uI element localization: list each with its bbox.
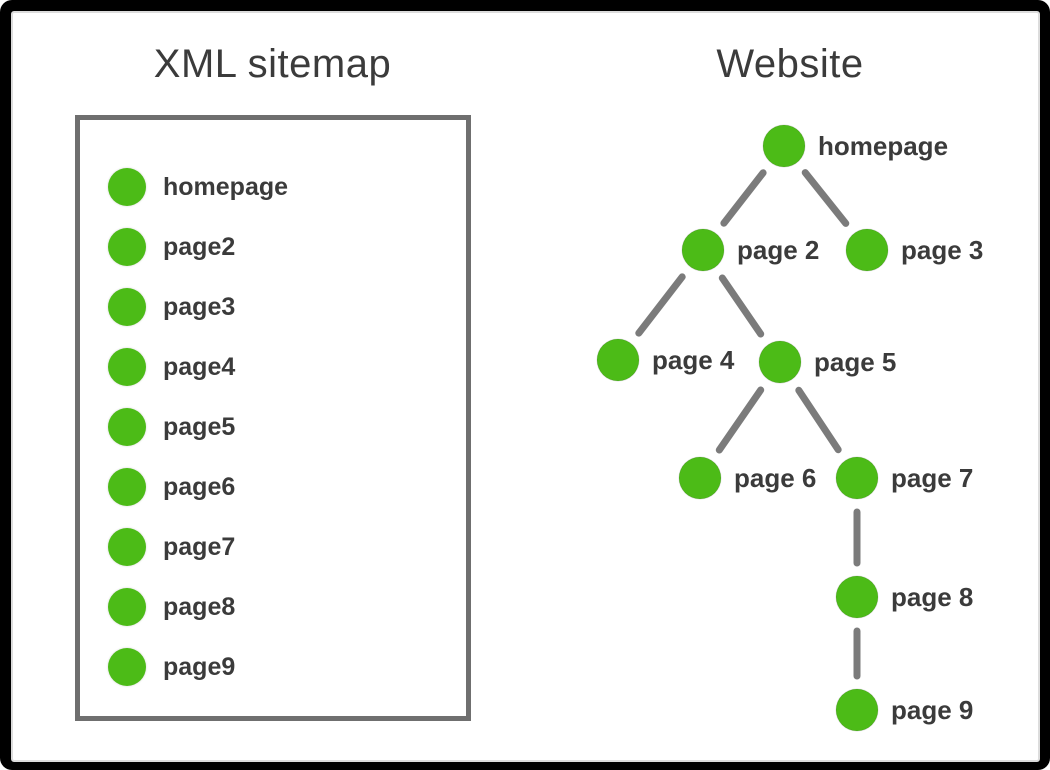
sitemap-item: page2 (108, 227, 235, 267)
sitemap-item-label: page9 (163, 652, 236, 681)
page-node-icon (835, 575, 879, 619)
page-node-icon (681, 228, 725, 272)
tree-node-homepage: homepage (762, 124, 948, 168)
tree-node-label: page 5 (814, 347, 896, 377)
page-dot-icon (108, 648, 146, 686)
tree-node-page5: page 5 (758, 340, 896, 384)
tree-node-label: homepage (818, 131, 948, 161)
tree-edge-page2-page4 (635, 273, 686, 337)
sitemap-item: page9 (108, 647, 235, 687)
tree-node-page3: page 3 (845, 228, 983, 272)
tree-node-page2: page 2 (681, 228, 819, 272)
tree-node-label: page 6 (734, 463, 816, 493)
sitemap-item-label: page7 (163, 532, 236, 561)
page-node-icon (835, 688, 879, 732)
sitemap-item: homepage (108, 167, 288, 207)
tree-edge-homepage-page3 (801, 169, 850, 227)
page-node-icon (845, 228, 889, 272)
page-dot-icon (108, 408, 146, 446)
tree-edge-page5-page6 (715, 386, 765, 454)
sitemap-item-label: page8 (163, 592, 236, 621)
tree-node-label: page 7 (891, 463, 973, 493)
page-dot-icon (108, 468, 146, 506)
sitemap-item: page4 (108, 347, 235, 387)
tree-edge-homepage-page2 (720, 169, 767, 227)
sitemap-item-label: page2 (163, 232, 236, 261)
page-node-icon (678, 456, 722, 500)
tree-node-page7: page 7 (835, 456, 973, 500)
page-node-icon (758, 340, 802, 384)
page-dot-icon (108, 228, 146, 266)
page-node-icon (762, 124, 806, 168)
slide-canvas (11, 11, 1040, 762)
tree-node-page6: page 6 (678, 456, 816, 500)
sitemap-item: page3 (108, 287, 235, 327)
sitemap-item: page5 (108, 407, 235, 447)
tree-node-label: page 3 (901, 235, 983, 265)
page-node-icon (835, 456, 879, 500)
tree-edge-page5-page7 (795, 386, 842, 454)
page-dot-icon (108, 528, 146, 566)
sitemap-item: page8 (108, 587, 235, 627)
page-dot-icon (108, 348, 146, 386)
tree-node-label: page 8 (891, 582, 973, 612)
page-node-icon (596, 338, 640, 382)
tree-node-page4: page 4 (596, 338, 735, 382)
tree-node-label: page 9 (891, 695, 973, 725)
website-title: Website (716, 42, 864, 86)
sitemap-item-label: page6 (163, 472, 236, 501)
page-dot-icon (108, 168, 146, 206)
sitemap-item-label: page3 (163, 292, 236, 321)
sitemap-item-label: page4 (163, 352, 236, 381)
sitemap-item: page6 (108, 467, 235, 507)
page-dot-icon (108, 288, 146, 326)
tree-edge-page2-page5 (718, 274, 765, 338)
page-dot-icon (108, 588, 146, 626)
tree-node-label: page 2 (737, 235, 819, 265)
sitemap-item-label: homepage (163, 172, 289, 201)
sitemap-box (75, 115, 471, 721)
xml-sitemap-title: XML sitemap (153, 42, 392, 86)
tree-node-page9: page 9 (835, 688, 973, 732)
tree-node-page8: page 8 (835, 575, 973, 619)
sitemap-item-label: page5 (163, 412, 236, 441)
tree-node-label: page 4 (652, 345, 735, 375)
sitemap-item: page7 (108, 527, 235, 567)
